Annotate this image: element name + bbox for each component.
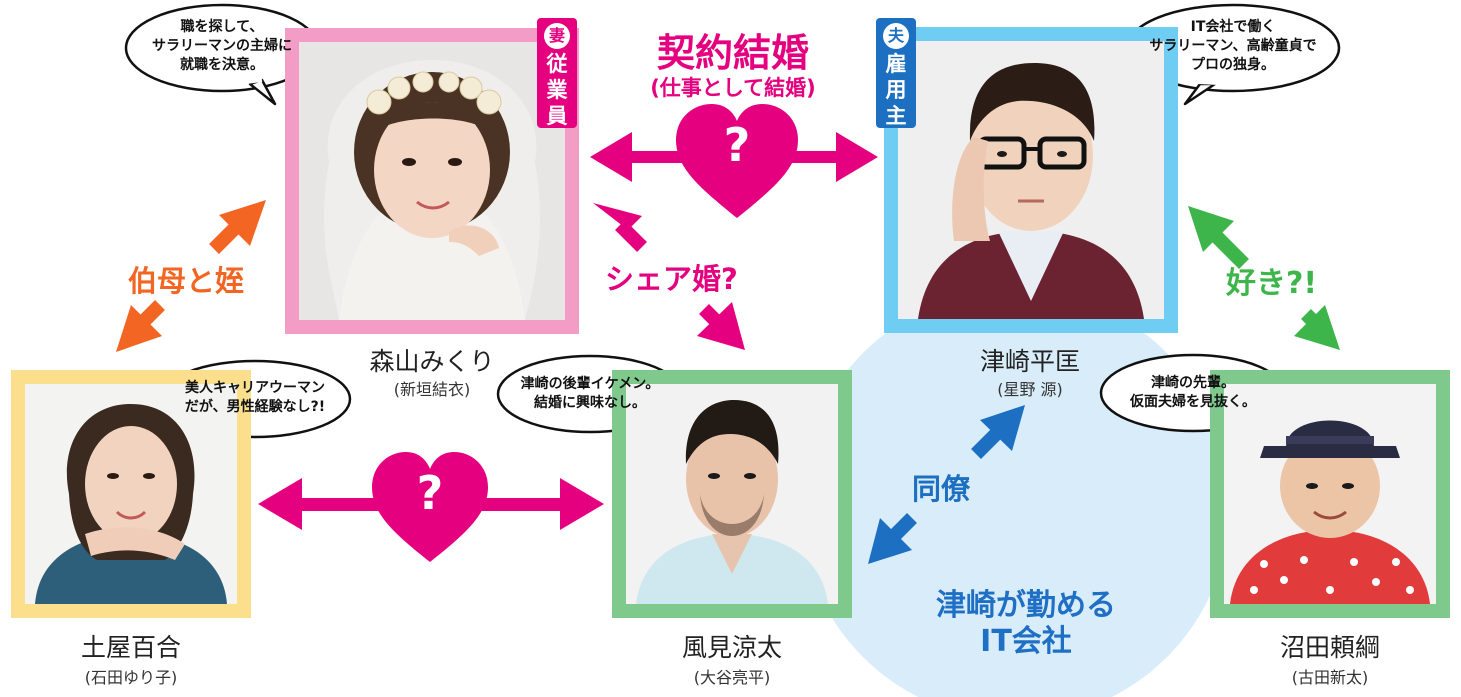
photo-frame-ryota [612, 370, 852, 618]
actor-yoritsuna: (古田新太) [1291, 668, 1369, 687]
photo-frame-mikuri [285, 28, 579, 334]
contract-arrows [590, 132, 878, 182]
wife-circle-label: 妻 [544, 23, 570, 49]
bubble-text-yoritsuna: 津崎の先輩。 仮面夫婦を見抜く。 [1130, 375, 1256, 410]
contract-marriage-sublabel: (仕事として結婚) [650, 76, 816, 100]
husband-role-char-1: 雇 [885, 52, 907, 76]
share-marriage-label: シェア婚? [605, 262, 738, 296]
husband-role-char-2: 用 [885, 78, 907, 102]
company-label: 津崎が勤める IT会社 [936, 588, 1116, 659]
portrait-mikuri [299, 42, 565, 320]
wife-role-char-3: 員 [546, 104, 568, 128]
likes-arrows [1188, 206, 1340, 350]
share-arrow [593, 203, 745, 350]
bubble-text-ryota: 津崎の後輩イケメン。 結婚に興味なし。 [520, 376, 660, 411]
photo-frame-hiramasa [884, 27, 1178, 333]
photo-frame-yuri [11, 370, 251, 618]
badge-wife: 妻 従 業 員 [537, 18, 577, 128]
aunt-niece-arrows [116, 200, 266, 352]
bubble-text-mikuri: 職を探して、 サラリーマンの主婦に 就職を決意。 [152, 19, 292, 73]
portrait-yuri [25, 384, 237, 604]
name-mikuri: 森山みくり [369, 347, 495, 376]
photo-frame-yoritsuna [1210, 370, 1450, 618]
name-ryota: 風見涼太 [681, 633, 782, 662]
actor-hiramasa: (星野 源) [997, 380, 1063, 399]
portrait-yoritsuna [1224, 384, 1436, 604]
heart-question-mark: ? [723, 118, 751, 172]
colleague-label: 同僚 [912, 472, 971, 506]
bottom-arrows [258, 478, 604, 530]
badge-husband: 夫 雇 用 主 [876, 18, 916, 128]
heart-icon [676, 104, 798, 218]
aunt-niece-label: 伯母と姪 [128, 264, 245, 298]
bubble-text-yuri: 美人キャリアウーマン だが、男性経験なし?! [184, 380, 326, 415]
wife-role-char-1: 従 [546, 52, 568, 76]
name-hiramasa: 津崎平匡 [979, 347, 1080, 376]
contract-marriage-label: 契約結婚 [656, 31, 809, 75]
husband-role-char-3: 主 [885, 104, 907, 128]
likes-label: 好き?! [1226, 266, 1318, 301]
portrait-ryota [626, 384, 838, 604]
actor-ryota: (大谷亮平) [693, 668, 771, 687]
colleague-arrows [868, 405, 1025, 564]
actor-mikuri: (新垣結衣) [393, 380, 471, 399]
heart-question-mark-2: ? [416, 466, 444, 520]
portrait-hiramasa [898, 41, 1164, 319]
actor-yuri: (石田ゆり子) [84, 668, 178, 687]
bubble-text-hiramasa: IT会社で働く サラリーマン、高齢童貞で プロの独身。 [1149, 19, 1317, 73]
husband-circle-label: 夫 [883, 23, 909, 49]
bubble-mikuri-shape [124, 3, 320, 106]
name-yuri: 土屋百合 [80, 633, 181, 662]
heart-icon-2 [372, 452, 488, 562]
name-yoritsuna: 沼田頼綱 [1279, 633, 1380, 662]
wife-role-char-2: 業 [546, 78, 568, 102]
